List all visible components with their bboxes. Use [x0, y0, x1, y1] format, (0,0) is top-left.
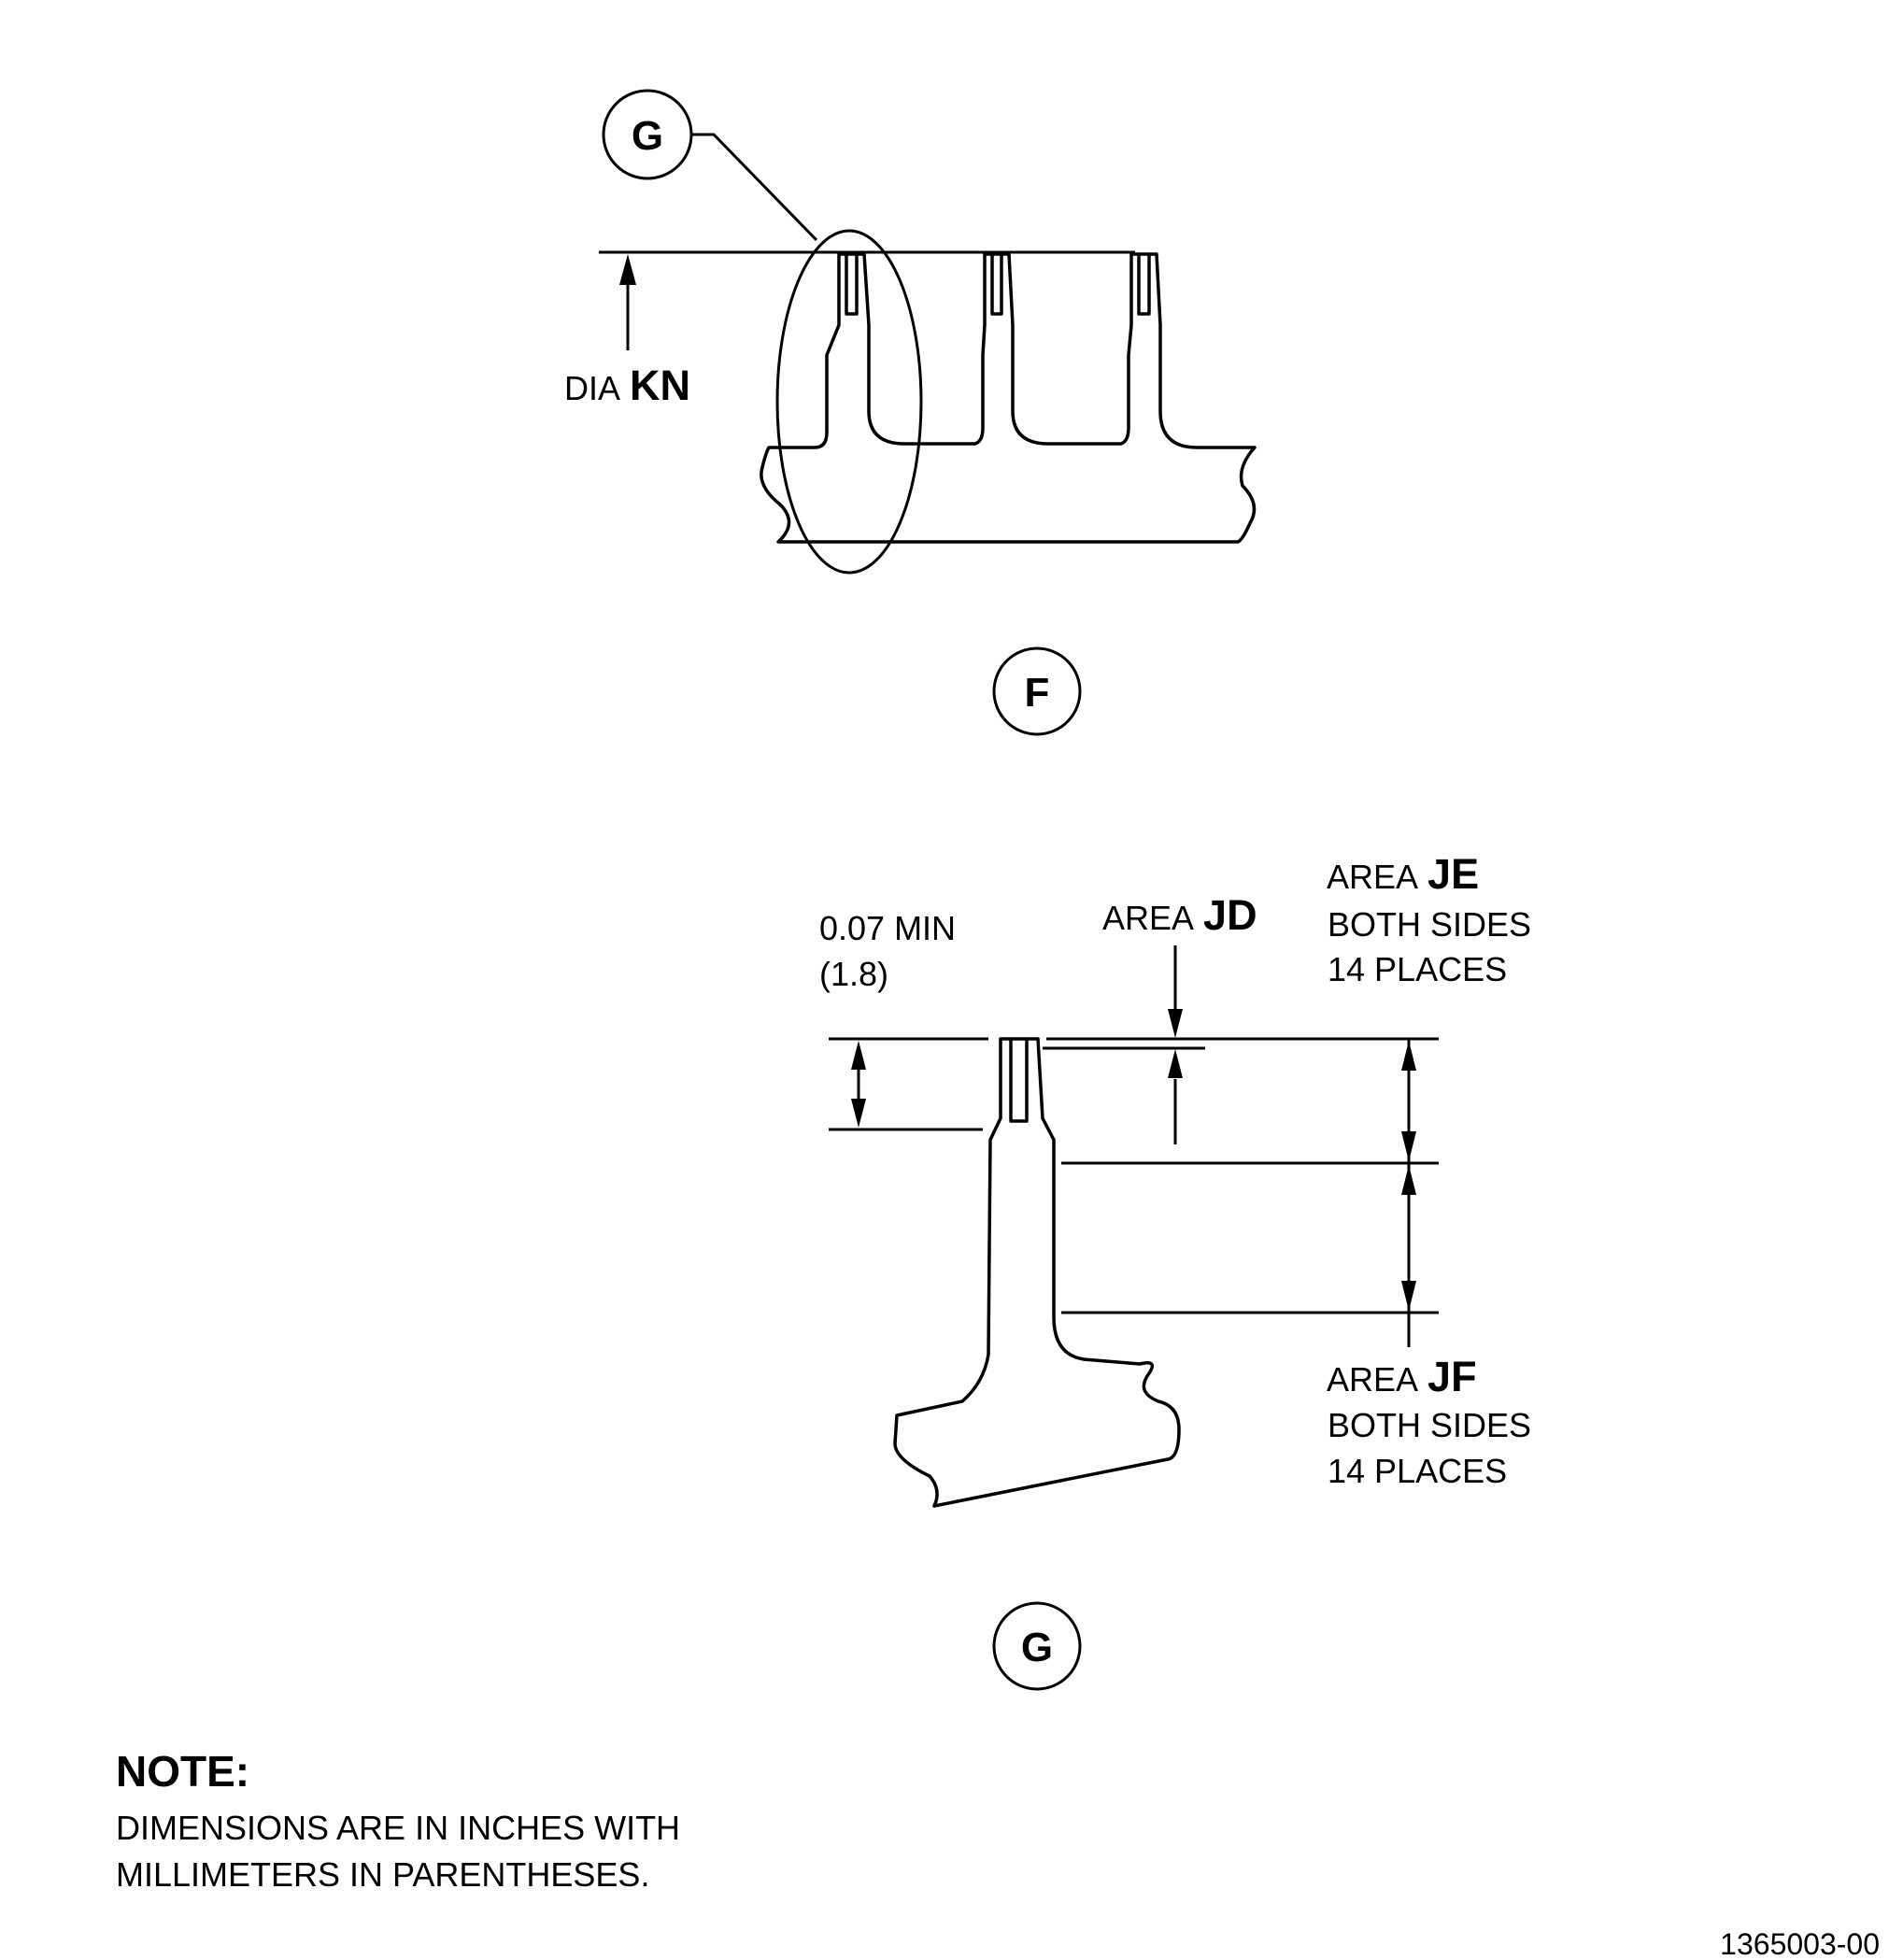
jd-arrow-down: [1168, 1009, 1183, 1038]
strip-outline: [760, 252, 1257, 544]
contact-strip: [760, 252, 1257, 544]
view-g-bubble-circle: [992, 1601, 1082, 1691]
area-jf-places: 14 PLACES: [1328, 1452, 1507, 1490]
figure-number: 1365003-00: [1720, 1927, 1880, 1960]
dia-arrow-head: [619, 254, 636, 285]
tip-min-metric: (1.8): [819, 955, 888, 993]
view-g-bubble: G: [992, 1601, 1082, 1691]
note-heading: NOTE:: [116, 1747, 249, 1796]
jd-arrow-up: [1168, 1049, 1183, 1078]
contact-2-slot: [990, 254, 1003, 316]
jf-arrow-up: [1401, 1165, 1416, 1195]
contact-1-slot: [845, 254, 859, 316]
area-jf-sides: BOTH SIDES: [1328, 1406, 1531, 1444]
area-je-sides: BOTH SIDES: [1328, 905, 1531, 944]
tip-arrow-up: [851, 1041, 866, 1070]
detail-contact-outline: [893, 1037, 1181, 1508]
contact-3-slot: [1137, 254, 1151, 316]
tip-arrow-down: [851, 1099, 866, 1128]
detail-contact: [893, 1037, 1181, 1508]
detail-contact-slot: [1009, 1039, 1029, 1123]
view-f-bubble-circle: [992, 646, 1082, 736]
tip-min-value: 0.07 MIN: [819, 909, 956, 947]
view-f-bubble-label: F: [1025, 670, 1050, 716]
callout-leader-line: [691, 133, 818, 242]
note-line-1: DIMENSIONS ARE IN INCHES WITH: [116, 1809, 680, 1847]
area-je-places: 14 PLACES: [1328, 950, 1507, 988]
tip-min-dimension: 0.07 MIN (1.8): [819, 909, 988, 1131]
view-g-bubble-label: G: [1021, 1625, 1053, 1670]
je-arrow-up: [1401, 1041, 1416, 1071]
callout-bubble-label: G: [632, 113, 663, 159]
jf-arrow-down: [1401, 1281, 1416, 1311]
note-block: NOTE: DIMENSIONS ARE IN INCHES WITH MILL…: [116, 1747, 680, 1894]
je-arrow-down: [1401, 1131, 1416, 1161]
detail-g-callout: G: [602, 89, 923, 575]
note-line-2: MILLIMETERS IN PARENTHESES.: [116, 1855, 649, 1894]
detail-circle-ellipse: [775, 229, 923, 575]
view-f-bubble: F: [992, 646, 1082, 736]
